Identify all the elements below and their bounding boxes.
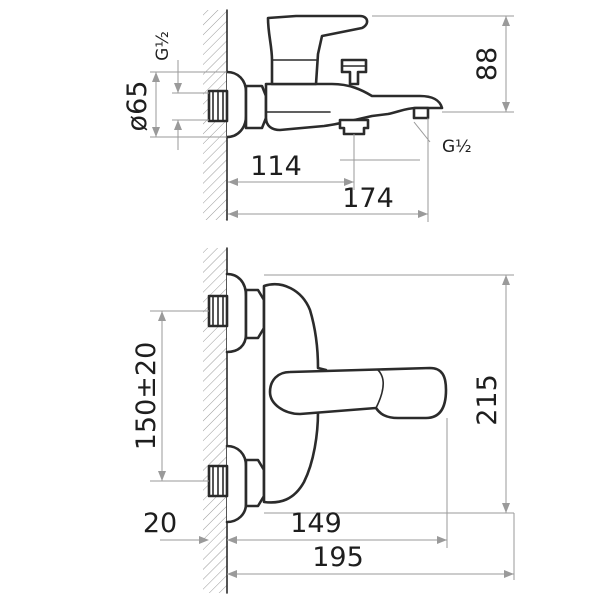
dim-label-215: 215 <box>472 374 503 426</box>
arrowhead <box>174 83 182 93</box>
front-view: 150±20 215 20 149 195 <box>131 247 515 594</box>
arrowhead <box>152 72 160 82</box>
dim-label-195: 195 <box>312 542 364 573</box>
arrowhead <box>174 120 182 130</box>
wall-flange-upper <box>225 272 248 354</box>
arrowhead <box>158 471 166 481</box>
wall-flange-side <box>225 70 248 139</box>
lever-detail-line <box>375 369 384 409</box>
arrowhead <box>502 275 510 285</box>
arrowhead <box>228 178 238 186</box>
arrowhead <box>502 102 510 112</box>
handle-side <box>266 14 369 86</box>
side-view: 88 G½ 114 174 ø65 G½ <box>122 9 514 222</box>
lever-handle-front <box>268 366 448 420</box>
hex-nut-lower <box>244 458 266 508</box>
dim-label-149: 149 <box>290 508 342 539</box>
arrowhead <box>152 127 160 137</box>
dim-label-174: 174 <box>342 183 394 214</box>
arrowhead <box>502 16 510 26</box>
dim-leader <box>413 121 431 143</box>
diverter-knob-side <box>340 58 368 86</box>
dim-label-114: 114 <box>250 151 302 182</box>
arrowhead <box>502 503 510 513</box>
shower-outlet-side <box>338 118 370 136</box>
arrowhead <box>418 210 428 218</box>
wall-flange-lower <box>225 444 248 524</box>
arrowhead <box>228 210 238 218</box>
arrowhead <box>437 536 447 544</box>
thread-label-outlet: G½ <box>442 137 472 157</box>
arrowhead <box>199 536 209 544</box>
hex-nut-upper <box>244 288 266 340</box>
arrowhead <box>344 178 354 186</box>
arrowhead <box>227 570 237 578</box>
hex-nut-side <box>244 84 268 130</box>
thread-label-inlet: G½ <box>153 31 173 61</box>
dim-label-65: ø65 <box>122 81 153 132</box>
spout-tip-side <box>412 106 430 120</box>
dim-label-88: 88 <box>472 47 503 81</box>
arrowhead <box>504 570 514 578</box>
mixer-body-side <box>264 82 444 132</box>
dim-label-20: 20 <box>143 508 177 539</box>
arrowhead <box>158 311 166 321</box>
dim-label-150: 150±20 <box>131 342 162 451</box>
